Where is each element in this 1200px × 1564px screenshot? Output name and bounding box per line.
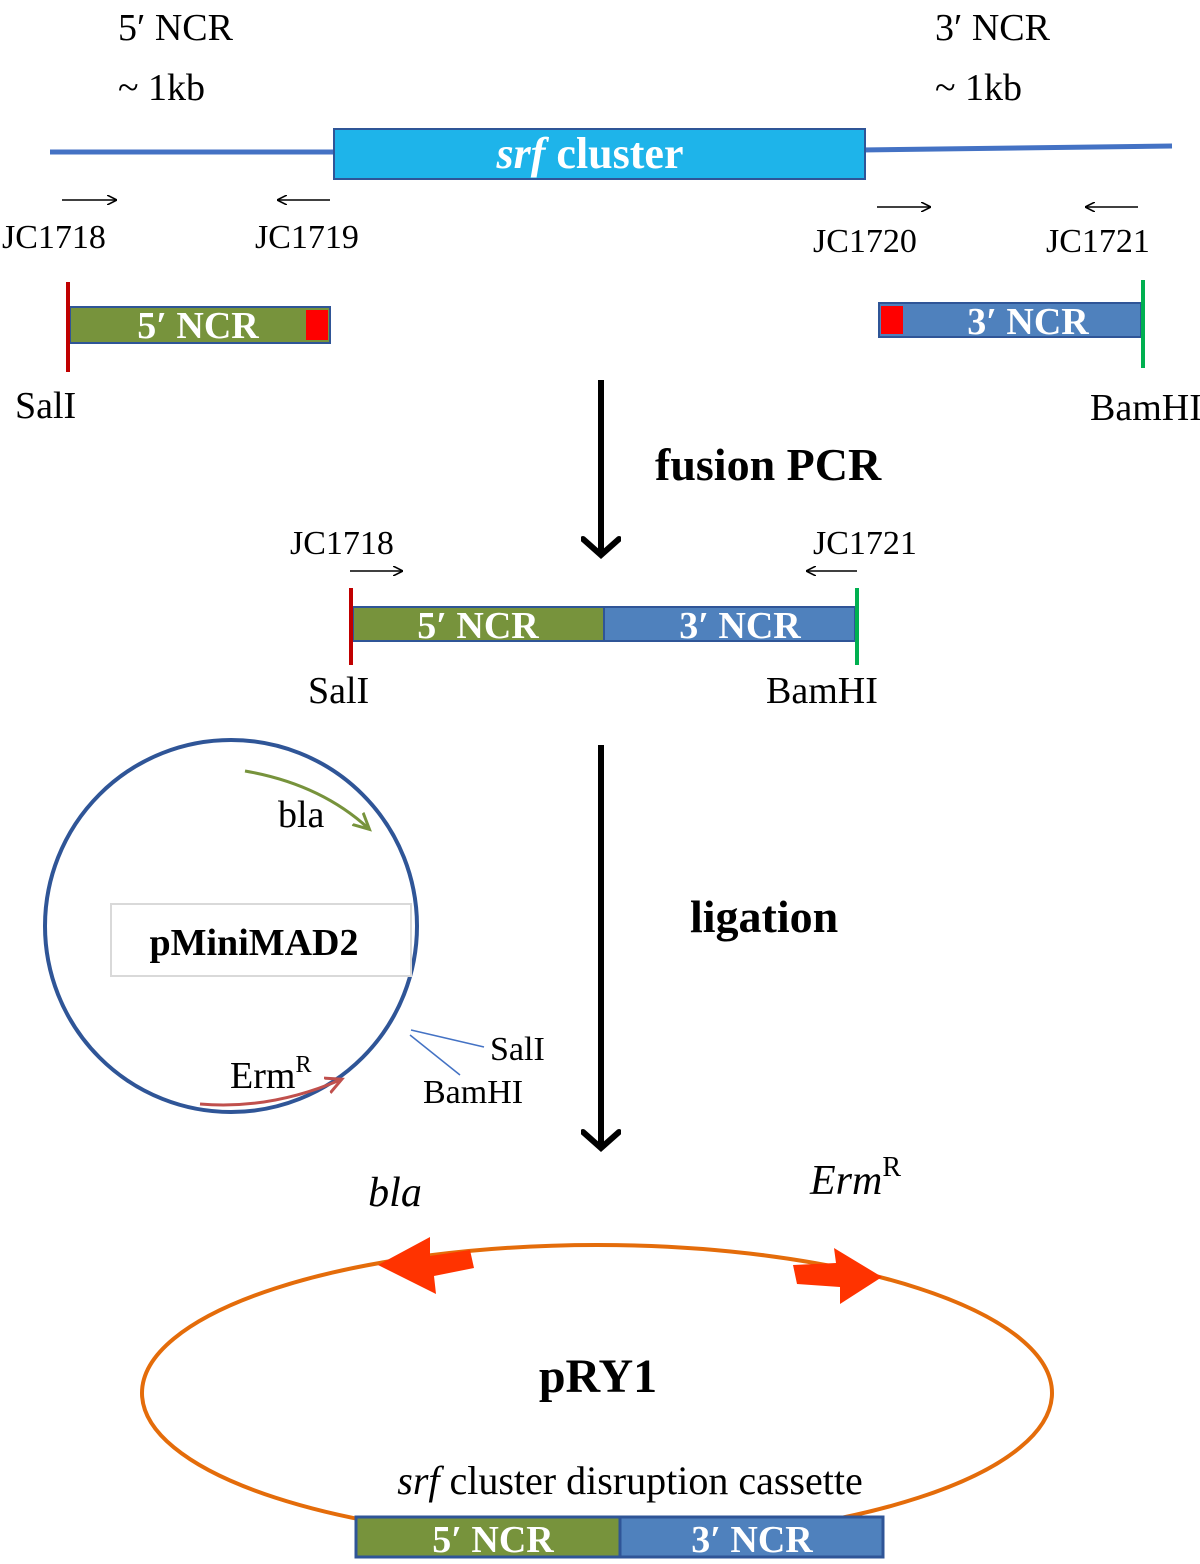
ncr3-fragment-label: 3′ NCR [967, 301, 1089, 343]
ermr-label-plasmid2: ErmR [809, 1152, 901, 1204]
bla-arrow-plasmid1 [244, 769, 368, 828]
bla-label-plasmid2: bla [368, 1170, 422, 1216]
primer-jc1718: JC1718 [2, 219, 106, 256]
bla-arrow-plasmid2 [378, 1237, 474, 1294]
dna-line-right [859, 143, 1173, 153]
fused-primer-jc1718: JC1718 [290, 525, 394, 562]
ermr-arrow-plasmid2 [793, 1248, 882, 1304]
fused-sali-label: SalI [308, 670, 369, 712]
bamhi-pointer-plasmid1 [409, 1034, 461, 1076]
pry1-ncr5-label: 5′ NCR [432, 1519, 554, 1561]
pminimad2-circle [43, 738, 419, 1114]
ncr3-top-label: 3′ NCR [935, 7, 1051, 49]
ncr5-fragment-label: 5′ NCR [137, 305, 259, 347]
cassette-label: srf cluster disruption cassette [397, 1458, 862, 1503]
srf-cluster-box [333, 128, 866, 180]
primer-jc1720: JC1720 [813, 223, 917, 260]
primer-jc1719: JC1719 [255, 219, 359, 256]
overlap-tag-left [306, 310, 328, 340]
bla-label-plasmid1: bla [278, 794, 325, 836]
ermr-label-plasmid1: ErmR [230, 1052, 311, 1097]
pry1-name: pRY1 [539, 1350, 657, 1403]
srf-cluster-label: srf cluster [496, 129, 684, 178]
sali-label-plasmid1: SalI [490, 1031, 545, 1068]
ncr5-top-size: ~ 1kb [118, 67, 205, 109]
ncr3-top-size: ~ 1kb [935, 67, 1022, 109]
overlap-tag-right [881, 306, 903, 334]
pry1-ncr3-box [618, 1515, 885, 1559]
fused-ncr3 [603, 606, 856, 642]
bamhi-label-plasmid1: BamHI [423, 1074, 523, 1111]
ermr-arrow-plasmid1 [199, 1080, 340, 1107]
pry1-ncr3-label: 3′ NCR [691, 1519, 813, 1561]
fused-ncr3-label: 3′ NCR [679, 605, 801, 647]
fused-bamhi-label: BamHI [766, 670, 878, 712]
primer-jc1721: JC1721 [1046, 223, 1150, 260]
pminimad2-name: pMiniMAD2 [150, 922, 359, 964]
fusion-pcr-label: fusion PCR [655, 439, 882, 490]
sali-pointer-plasmid1 [410, 1029, 485, 1048]
pry1-ncr5-box [354, 1515, 622, 1559]
pminimad2-name-box [110, 903, 412, 977]
fused-primer-jc1721: JC1721 [813, 525, 917, 562]
ligation-label: ligation [690, 891, 838, 942]
sali-label-left: SalI [15, 385, 76, 427]
bamhi-label-right: BamHI [1090, 387, 1200, 429]
fused-ncr5-label: 5′ NCR [417, 605, 539, 647]
ncr5-top-label: 5′ NCR [118, 7, 234, 49]
